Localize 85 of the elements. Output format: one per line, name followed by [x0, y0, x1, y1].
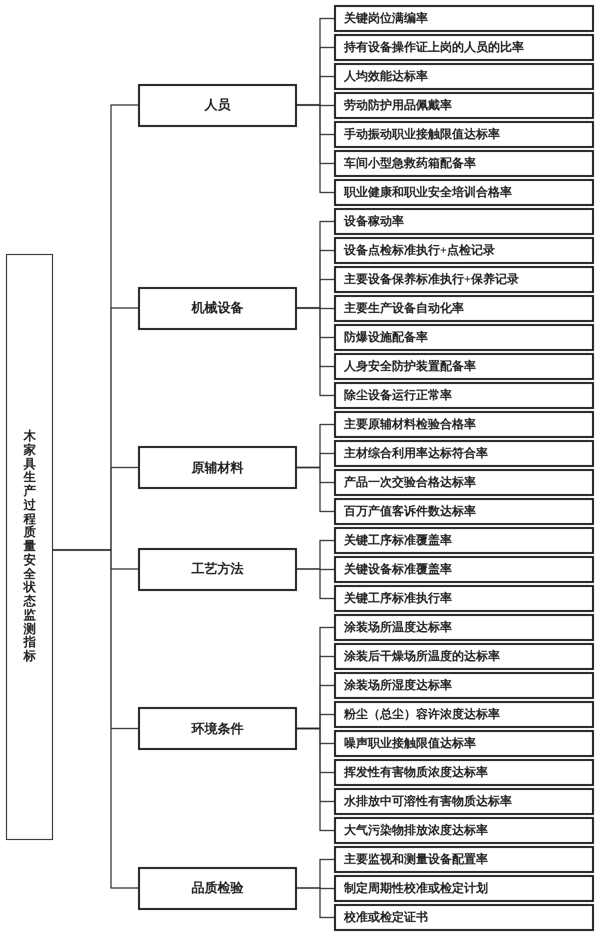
- indicator-box: [334, 643, 594, 670]
- node-label: 手动振动职业接触限值达标率: [344, 126, 500, 143]
- indicator-box: [334, 498, 594, 525]
- indicator-box: [334, 846, 594, 873]
- node-label: 关键设备标准覆盖率: [344, 561, 452, 578]
- indicator-box: [334, 179, 594, 206]
- vertical-title: 木家具生产过程质量安全状态监测指标: [23, 430, 36, 664]
- indicator-box: [334, 63, 594, 90]
- node-label: 持有设备操作证上岗的人员的比率: [344, 39, 524, 56]
- node-label: 设备点检标准执行+点检记录: [344, 242, 495, 259]
- indicator-box: [334, 266, 594, 293]
- node-label: 关键工序标准覆盖率: [344, 532, 452, 549]
- node-label: 制定周期性校准或检定计划: [344, 880, 488, 897]
- indicator-box: [334, 672, 594, 699]
- connector-line: [297, 728, 334, 832]
- indicator-box: [334, 875, 594, 902]
- indicator-box: [334, 585, 594, 612]
- indicator-box: [334, 5, 594, 32]
- node-label: 主要原辅材料检验合格率: [344, 416, 476, 433]
- category-box: [138, 286, 297, 330]
- indicator-box: [334, 817, 594, 844]
- node-label: 人员: [204, 96, 230, 114]
- node-label: 涂装后干燥场所温度的达标率: [344, 648, 500, 665]
- node-label: 主要监视和测量设备配置率: [344, 851, 488, 868]
- node-label: 关键岗位满编率: [344, 10, 428, 27]
- indicator-box: [334, 759, 594, 786]
- node-label: 人身安全防护装置配备率: [344, 358, 476, 375]
- node-label: 主材综合利用率达标符合率: [344, 445, 488, 462]
- connector-line: [297, 104, 334, 194]
- node-label: 涂装场所湿度达标率: [344, 677, 452, 694]
- node-label: 设备稼动率: [344, 213, 404, 230]
- connector-line: [297, 466, 334, 512]
- node-label: 工艺方法: [192, 560, 244, 578]
- indicator-box: [334, 121, 594, 148]
- node-label: 人均效能达标率: [344, 68, 428, 85]
- indicator-box: [334, 353, 594, 380]
- node-label: 校准或检定证书: [344, 909, 428, 926]
- indicator-box: [334, 324, 594, 351]
- indicator-box: [334, 469, 594, 496]
- indicator-box: [334, 614, 594, 641]
- indicator-box: [334, 904, 594, 931]
- node-label: 品质检验: [192, 879, 244, 897]
- node-label: 产品一次交验合格达标率: [344, 474, 476, 491]
- category-box: [138, 866, 297, 910]
- category-box: [138, 548, 297, 590]
- connector-line: [297, 307, 334, 396]
- node-label: 挥发性有害物质浓度达标率: [344, 764, 488, 781]
- connector-line: [297, 887, 334, 918]
- connector-line: [297, 568, 334, 600]
- indicator-box: [334, 150, 594, 177]
- node-label: 车间小型急救药箱配备率: [344, 155, 476, 172]
- indicator-box: [334, 788, 594, 815]
- indicator-box: [334, 701, 594, 728]
- node-label: 关键工序标准执行率: [344, 590, 452, 607]
- node-label: 百万产值客诉件数达标率: [344, 503, 476, 520]
- indicator-box: [334, 208, 594, 235]
- node-label: 除尘设备运行正常率: [344, 387, 452, 404]
- node-label: 大气污染物排放浓度达标率: [344, 822, 488, 839]
- node-label: 主要生产设备自动化率: [344, 300, 464, 317]
- node-label: 噪声职业接触限值达标率: [344, 735, 476, 752]
- indicator-box: [334, 440, 594, 467]
- indicator-box: [334, 556, 594, 583]
- root-box: [6, 254, 53, 840]
- node-label: 原辅材料: [192, 458, 244, 476]
- category-box: [138, 707, 297, 750]
- node-label: 主要设备保养标准执行+保养记录: [344, 271, 519, 288]
- category-box: [138, 84, 297, 126]
- node-label: 职业健康和职业安全培训合格率: [344, 184, 512, 201]
- indicator-box: [334, 730, 594, 757]
- indicator-box: [334, 382, 594, 409]
- connector-line: [53, 549, 138, 889]
- node-label: 粉尘（总尘）容许浓度达标率: [344, 706, 500, 723]
- indicator-box: [334, 92, 594, 119]
- node-label: 机械设备: [192, 299, 244, 317]
- indicator-box: [334, 295, 594, 322]
- node-label: 涂装场所温度达标率: [344, 619, 452, 636]
- category-box: [138, 446, 297, 489]
- node-label: 环境条件: [192, 720, 244, 738]
- indicator-box: [334, 411, 594, 438]
- node-label: 劳动防护用品佩戴率: [344, 97, 452, 114]
- node-label: 防爆设施配备率: [344, 329, 428, 346]
- indicator-box: [334, 527, 594, 554]
- node-label: 水排放中可溶性有害物质达标率: [344, 793, 512, 810]
- indicator-box: [334, 34, 594, 61]
- indicator-box: [334, 237, 594, 264]
